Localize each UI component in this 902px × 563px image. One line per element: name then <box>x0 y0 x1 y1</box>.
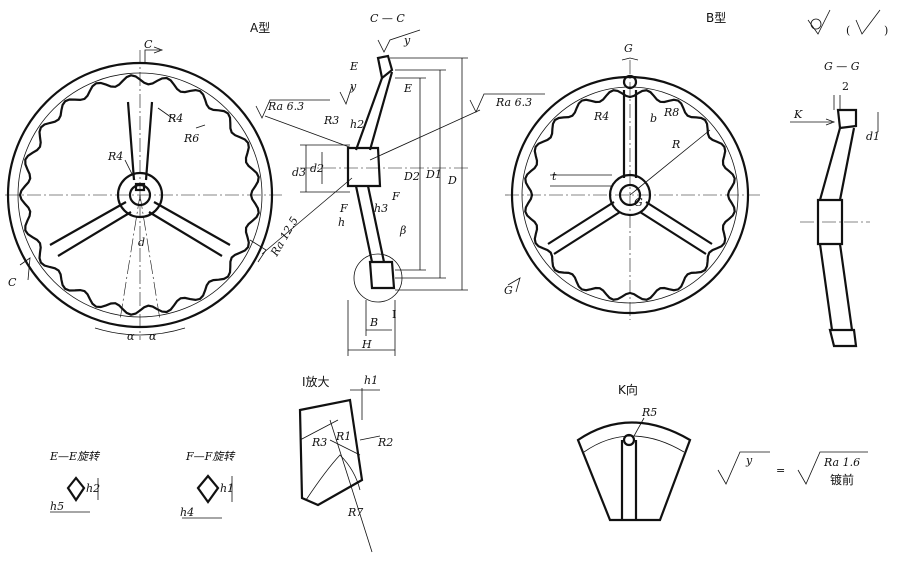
label-c-bottom: C <box>8 276 17 289</box>
dim-d3: d3 <box>292 166 306 179</box>
dim-r8: R8 <box>663 106 679 119</box>
roughness-ra16: Ra 1.6 <box>823 456 860 469</box>
roughness-ra63-left: Ra 6.3 <box>267 100 304 113</box>
spokes <box>49 101 231 257</box>
dim-h2: h2 <box>350 118 364 131</box>
section-cc-title: C — C <box>370 12 405 25</box>
legend-paren-left: ( <box>846 24 850 37</box>
roughness-ra125: Ra 12.5 <box>268 215 301 260</box>
dim-b: B <box>369 316 378 329</box>
label-g-bottom: G <box>504 284 513 297</box>
roughness-legend-top <box>807 9 881 35</box>
dim-b-small: b <box>650 112 657 125</box>
dim-r4-hub: R4 <box>107 150 123 163</box>
dim-r1-detail: R1 <box>335 430 351 443</box>
dim-h5: h5 <box>50 500 64 513</box>
roughness-equation <box>717 451 868 485</box>
label-y-top: y <box>403 34 411 47</box>
label-e-left: E <box>349 60 358 73</box>
dim-d: d <box>138 236 145 249</box>
dim-r7-detail: R7 <box>347 506 363 519</box>
section-gg-view <box>790 95 879 348</box>
type-b-front-view <box>505 57 760 320</box>
roughness-y-symbol: y <box>745 454 753 467</box>
dim-t: t <box>552 170 557 183</box>
dim-h2-ee: h2 <box>86 482 100 495</box>
dim-r5: R5 <box>641 406 657 419</box>
dim-h3: h3 <box>374 202 388 215</box>
detail-i-enlarged-view <box>298 388 381 553</box>
dim-d1-outer: D1 <box>425 168 442 181</box>
detail-i-title: I放大 <box>302 374 330 389</box>
label-detail-i: I <box>392 308 396 321</box>
section-ff-title: F—F旋转 <box>185 450 236 463</box>
dim-alpha-left: α <box>127 330 135 343</box>
dim-h-total: H <box>361 338 372 351</box>
label-y-left: y <box>349 80 357 93</box>
section-ee-view <box>50 476 99 513</box>
dim-r3-detail: R3 <box>311 436 327 449</box>
roughness-ra63-right: Ra 6.3 <box>495 96 532 109</box>
label-e-right: E <box>403 82 412 95</box>
dim-r6: R6 <box>183 132 199 145</box>
dim-r2-detail: R2 <box>377 436 393 449</box>
type-a-title: A型 <box>250 21 270 35</box>
dim-d2-outer: D2 <box>403 170 420 183</box>
scalloped-grip <box>18 74 260 316</box>
roughness-equals: = <box>776 464 785 477</box>
dim-beta: β <box>399 224 406 237</box>
dim-h1-ff: h1 <box>220 482 234 495</box>
dim-d1-small: d1 <box>866 130 880 143</box>
section-ff-view <box>182 474 233 519</box>
legend-paren-right: ) <box>884 24 888 37</box>
label-f-right: F <box>391 190 400 203</box>
roughness-plating-note: 镀前 <box>830 472 854 487</box>
dim-r3: R3 <box>323 114 339 127</box>
k-direction-view <box>576 417 692 522</box>
spokes-b <box>547 90 713 255</box>
dim-r4-top: R4 <box>167 112 183 125</box>
dim-h4: h4 <box>180 506 194 519</box>
section-cc-view <box>249 29 545 356</box>
label-c-top: C <box>144 38 153 51</box>
label-g-top: G <box>624 42 633 55</box>
label-g-hub: G <box>634 196 643 209</box>
label-f-left: F <box>339 202 348 215</box>
dim-r4-b: R4 <box>593 110 609 123</box>
type-a-front-view <box>5 46 282 340</box>
dim-d2: d2 <box>310 162 324 175</box>
dim-h: h <box>338 216 345 229</box>
dim-r: R <box>671 138 680 151</box>
type-b-title: B型 <box>706 11 726 25</box>
dim-alpha-right: α <box>149 330 157 343</box>
section-gg-title: G — G <box>824 60 860 73</box>
label-k: K <box>793 108 803 121</box>
k-view-title: K向 <box>618 382 638 397</box>
dim-d-outer: D <box>447 174 457 187</box>
section-ee-title: E—E旋转 <box>49 450 101 463</box>
dim-h1-detail: h1 <box>364 374 378 387</box>
dim-two: 2 <box>842 80 849 93</box>
